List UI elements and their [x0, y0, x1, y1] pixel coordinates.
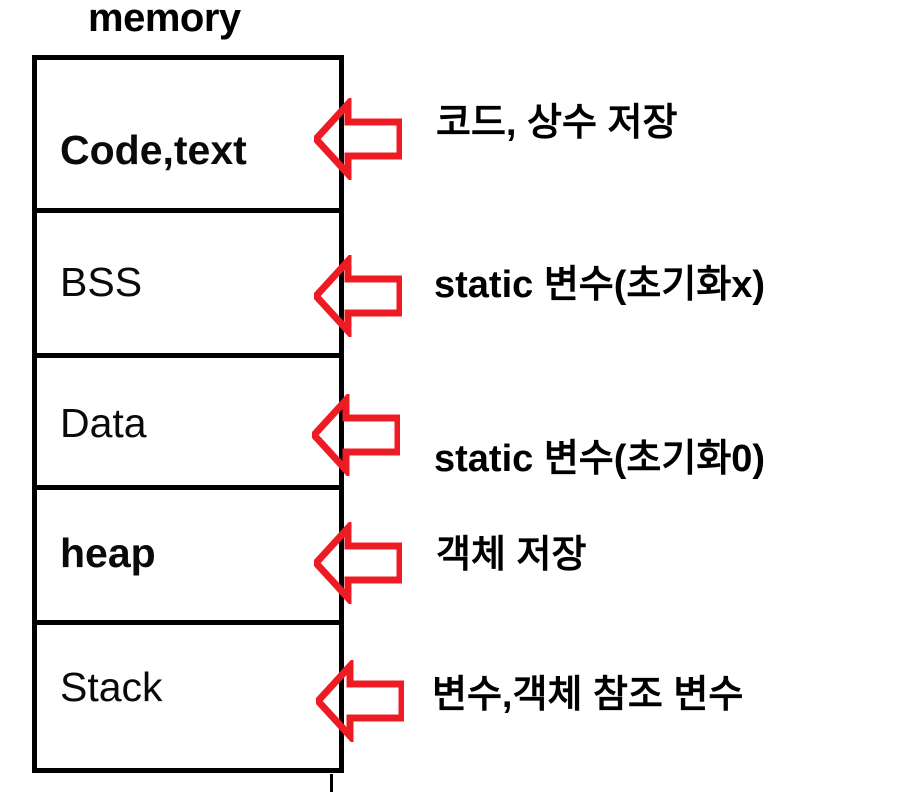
annotation-bss: static 변수(초기화x) — [434, 264, 766, 306]
annotation-data: static 변수(초기화0) — [434, 438, 766, 480]
memory-segment-bss — [32, 208, 344, 358]
left-block-arrow-icon — [314, 522, 402, 604]
left-block-arrow-icon — [312, 394, 400, 476]
memory-segment-stack — [32, 620, 344, 773]
left-block-arrow-icon — [316, 660, 404, 742]
memory-segment-label-bss: BSS — [60, 259, 143, 305]
memory-column: Code,text BSS Data heap Stack — [32, 55, 344, 773]
memory-segment-label-stack: Stack — [60, 664, 163, 710]
memory-segment-label-data: Data — [60, 400, 147, 446]
column-bottom-tick-mark — [330, 774, 333, 792]
memory-segment-heap — [32, 485, 344, 625]
memory-segment-code — [32, 55, 344, 213]
left-block-arrow-icon — [314, 255, 402, 337]
page-title: memory — [88, 0, 241, 40]
annotation-code: 코드, 상수 저장 — [436, 102, 678, 144]
memory-segment-label-heap: heap — [60, 530, 156, 576]
left-block-arrow-icon — [314, 98, 402, 180]
memory-segment-label-code: Code,text — [60, 127, 247, 173]
annotation-heap: 객체 저장 — [436, 534, 587, 576]
annotation-stack: 변수,객체 참조 변수 — [432, 674, 744, 716]
